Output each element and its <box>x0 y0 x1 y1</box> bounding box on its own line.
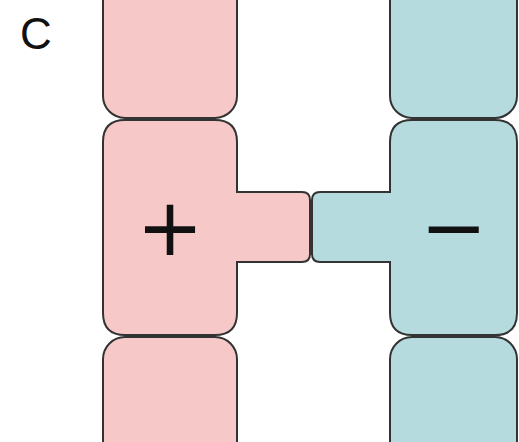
pink-lower-segment <box>103 337 237 442</box>
blue-lower-segment <box>390 337 517 442</box>
blue-middle-segment <box>312 120 517 335</box>
pink-upper-segment <box>103 0 237 118</box>
charge-sign: + <box>136 188 203 268</box>
blue-upper-segment <box>390 0 517 118</box>
negative-cell: − <box>390 120 517 335</box>
charge-sign: − <box>420 188 487 268</box>
pink-middle-segment <box>103 120 310 335</box>
positive-cell: + <box>103 120 237 335</box>
panel-letter: C <box>20 12 52 56</box>
